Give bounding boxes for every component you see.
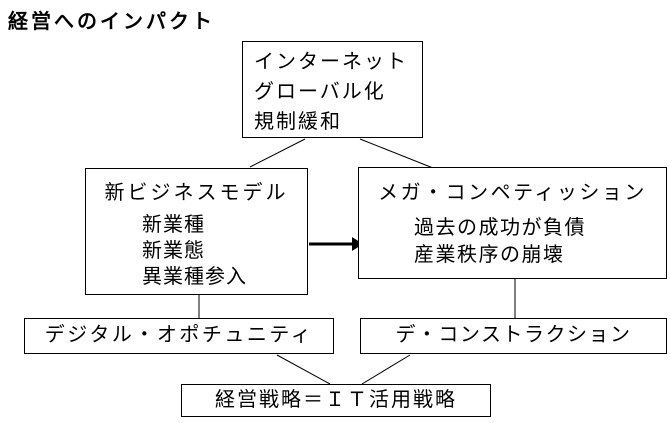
box-digital-opportunity: デジタル・オポチュニティ <box>24 318 334 354</box>
connector-digital-to-strategy <box>276 354 331 385</box>
driver-line-globalization: グローバル化 <box>254 81 386 103</box>
item-industry-order-collapse: 産業秩序の崩壊 <box>414 244 565 266</box>
connector-decon-to-strategy <box>361 354 411 385</box>
box-management-strategy: 経営戦略＝ＩＴ活用戦略 <box>181 384 491 417</box>
item-new-industry: 新業種 <box>142 214 205 236</box>
item-cross-industry-entry: 異業種参入 <box>142 266 247 288</box>
diagram-title: 経営へのインパクト <box>8 11 215 33</box>
box-deconstruction: デ・コンストラクション <box>360 318 667 354</box>
driver-line-deregulation: 規制緩和 <box>254 111 342 133</box>
box-new-business-model: 新ビジネスモデル 新業種 新業態 異業種参入 <box>85 168 308 295</box>
connector-top-to-right <box>359 138 434 169</box>
driver-line-internet: インターネット <box>254 51 408 73</box>
item-past-success-liability: 過去の成功が負債 <box>414 217 586 239</box>
box-environment-drivers: インターネット グローバル化 規制緩和 <box>242 41 423 138</box>
new-business-model-items: 新業種 新業態 異業種参入 <box>86 212 307 290</box>
box-mega-competition: メガ・コンペティッション 過去の成功が負債 産業秩序の崩壊 <box>358 167 667 279</box>
new-business-model-title: 新ビジネスモデル <box>104 182 289 204</box>
mega-competition-title: メガ・コンペティッション <box>378 182 647 204</box>
mega-competition-items: 過去の成功が負債 産業秩序の崩壊 <box>359 215 666 269</box>
item-new-business-format: 新業態 <box>142 240 205 262</box>
connector-top-to-left <box>249 138 306 168</box>
